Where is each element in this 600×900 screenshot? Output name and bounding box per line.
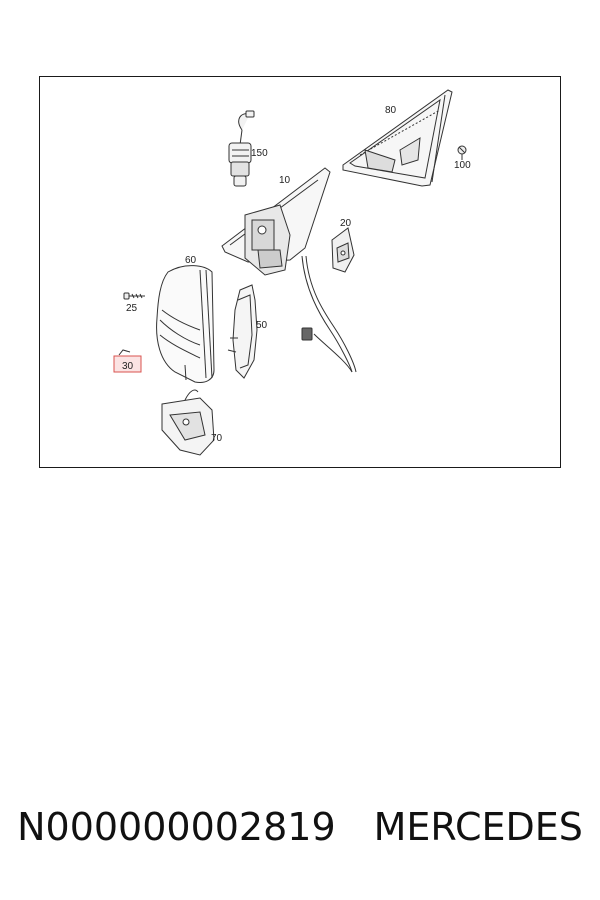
label-10: 10 (279, 175, 291, 186)
caption: N000000002819 MERCEDES (0, 805, 600, 865)
label-30: 30 (122, 361, 134, 372)
part-20-bracket (331, 227, 355, 273)
label-20: 20 (340, 218, 352, 229)
part-50-mirror-glass (227, 284, 258, 379)
cable-harness (301, 255, 357, 373)
cable-connector (301, 327, 313, 341)
part-30-highlight (113, 349, 142, 373)
label-70: 70 (211, 433, 223, 444)
label-25: 25 (126, 303, 138, 314)
part-number: N000000002819 (17, 805, 336, 849)
part-70-lower-cover (161, 389, 215, 456)
diagram-frame (39, 76, 561, 468)
brand-name: MERCEDES (373, 805, 583, 849)
label-100: 100 (454, 160, 471, 171)
label-150: 150 (251, 148, 268, 159)
label-50: 50 (256, 320, 268, 331)
part-25-screw (123, 292, 145, 300)
part-60-mirror-housing (156, 265, 215, 383)
part-80-sail-cover (342, 89, 453, 187)
part-150-motor (228, 110, 255, 187)
label-60: 60 (185, 255, 197, 266)
part-100-screw (457, 145, 467, 160)
part-10-mirror-base (221, 167, 331, 276)
label-80: 80 (385, 105, 397, 116)
